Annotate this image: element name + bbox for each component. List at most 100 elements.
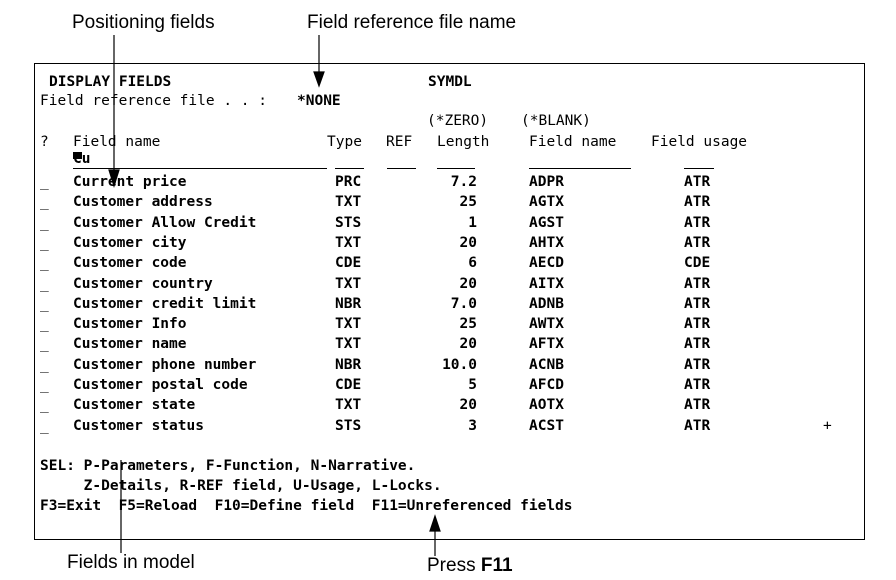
row-field-name: Current price [73, 174, 187, 190]
row-dds-name: ACNB [529, 356, 564, 373]
row-length: 6 [468, 255, 477, 272]
row-dds-name: AGTX [529, 194, 564, 211]
row-select-input[interactable]: _ [40, 356, 49, 373]
header-type: Type [327, 134, 362, 150]
row-type: PRC [335, 174, 362, 190]
row-dds-name: ADNB [529, 295, 564, 312]
row-select-input[interactable]: _ [40, 214, 49, 231]
row-length: 25 [459, 316, 477, 333]
row-field-name: Customer status [73, 417, 204, 434]
row-length: 7.2 [450, 174, 477, 190]
row-length: 25 [459, 194, 477, 211]
blank-hint: (*BLANK) [521, 113, 591, 129]
header-dds-name: Field name [529, 134, 617, 150]
row-dds-name: ADPR [529, 174, 564, 190]
terminal-screen: DISPLAY FIELDS SYMDL Field reference fil… [34, 63, 865, 540]
row-dds-name: AWTX [529, 316, 564, 333]
row-type: CDE [335, 377, 362, 393]
callout-field-reference-file-name: Field reference file name [307, 12, 517, 33]
model-name: SYMDL [428, 74, 472, 90]
row-select-input[interactable]: _ [40, 194, 49, 211]
row-dds-name: AITX [529, 275, 564, 292]
row-usage: ATR [684, 377, 711, 393]
callout-positioning-fields: Positioning fields [72, 12, 215, 33]
row-usage: ATR [684, 356, 711, 373]
row-field-name: Customer Allow Credit [73, 214, 257, 231]
dds-input-underline [529, 168, 631, 169]
length-input-underline [437, 168, 475, 169]
callout-press-text: Press [427, 555, 481, 576]
row-length: 20 [459, 234, 477, 251]
row-type: NBR [335, 356, 362, 373]
row-select-input[interactable]: _ [40, 417, 49, 434]
more-indicator: + [823, 418, 832, 434]
row-select-input[interactable]: _ [40, 295, 49, 312]
row-usage: ATR [684, 417, 711, 434]
row-field-name: Customer phone number [73, 356, 257, 373]
row-field-name: Customer city [73, 234, 187, 251]
row-usage: ATR [684, 295, 711, 312]
row-length: 7.0 [450, 295, 477, 312]
header-length: Length [437, 134, 490, 150]
row-usage: ATR [684, 397, 711, 414]
row-type: TXT [335, 234, 362, 251]
row-field-name: Customer Info [73, 316, 187, 333]
row-dds-name: AFTX [529, 336, 564, 353]
row-length: 20 [459, 397, 477, 414]
row-field-name: Customer state [73, 397, 196, 414]
row-usage: ATR [684, 234, 711, 251]
zero-hint: (*ZERO) [427, 113, 489, 129]
row-length: 5 [468, 377, 477, 393]
row-select-input[interactable]: _ [40, 255, 49, 272]
row-select-input[interactable]: _ [40, 336, 49, 353]
callout-press-key: F11 [480, 555, 513, 576]
row-usage: ATR [684, 174, 711, 190]
sel-options-line1: SEL: P-Parameters, F-Function, N-Narrati… [40, 458, 416, 474]
row-usage: ATR [684, 194, 711, 211]
row-field-name: Customer credit limit [73, 295, 257, 312]
row-usage: ATR [684, 275, 711, 292]
type-input-underline [335, 168, 364, 169]
ref-file-label: Field reference file . . : [40, 93, 267, 109]
row-field-name: Customer code [73, 255, 187, 272]
row-select-input[interactable]: _ [40, 316, 49, 333]
row-select-input[interactable]: _ [40, 174, 49, 190]
row-usage: CDE [684, 255, 711, 272]
row-type: STS [335, 214, 362, 231]
row-select-input[interactable]: _ [40, 234, 49, 251]
row-type: TXT [335, 194, 362, 211]
header-sel: ? [40, 134, 49, 150]
row-type: TXT [335, 397, 362, 414]
row-select-input[interactable]: _ [40, 377, 49, 393]
row-field-name: Customer address [73, 194, 213, 211]
row-type: NBR [335, 295, 362, 312]
position-input-underline [73, 168, 327, 169]
row-usage: ATR [684, 316, 711, 333]
function-keys[interactable]: F3=Exit F5=Reload F10=Define field F11=U… [40, 498, 573, 514]
ref-file-value[interactable]: *NONE [297, 93, 341, 109]
row-type: TXT [335, 336, 362, 353]
row-usage: ATR [684, 336, 711, 353]
row-dds-name: AFCD [529, 377, 564, 393]
row-type: STS [335, 417, 362, 434]
text-cursor [73, 152, 82, 159]
row-usage: ATR [684, 214, 711, 231]
ref-file-arrow-icon [313, 71, 325, 88]
row-dds-name: AECD [529, 255, 564, 272]
row-dds-name: AOTX [529, 397, 564, 414]
row-field-name: Customer postal code [73, 377, 248, 393]
row-select-input[interactable]: _ [40, 397, 49, 414]
row-length: 20 [459, 275, 477, 292]
row-length: 20 [459, 336, 477, 353]
positioning-arrow-icon [108, 169, 120, 189]
row-length: 1 [468, 214, 477, 231]
row-type: TXT [335, 316, 362, 333]
ref-input-underline [387, 168, 416, 169]
screen-title: DISPLAY FIELDS [49, 74, 172, 90]
header-usage: Field usage [651, 134, 748, 150]
row-type: CDE [335, 255, 362, 272]
position-input[interactable]: Cu [73, 151, 91, 167]
row-dds-name: AGST [529, 214, 564, 231]
row-select-input[interactable]: _ [40, 275, 49, 292]
